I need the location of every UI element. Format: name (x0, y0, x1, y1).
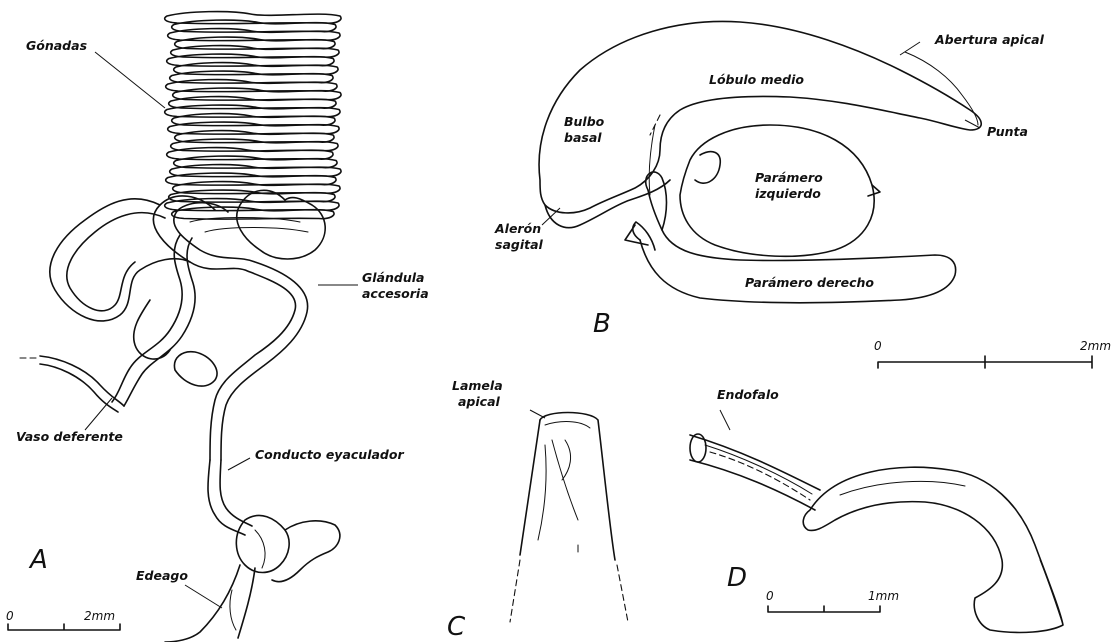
vas-deferens-shape (20, 356, 124, 412)
accessory-gland-shape (50, 190, 325, 460)
label-gonadas: Gónadas (26, 38, 87, 53)
label-aleron-2: sagital (495, 237, 544, 252)
label-paramero-izq-2: izquierdo (755, 186, 821, 201)
panel-label-c: C (447, 612, 466, 642)
gonad-lamella (173, 88, 341, 100)
scale-bar-a (8, 624, 120, 630)
label-vaso-deferente: Vaso deferente (16, 429, 123, 444)
panel-label-d: D (727, 563, 747, 593)
scale-b-start: 0 (874, 339, 882, 353)
scale-bar-b (878, 356, 1092, 368)
aedeagus-shape (165, 515, 340, 642)
label-paramero-derecho: Parámero derecho (745, 275, 874, 290)
leader-vaso (85, 398, 112, 430)
panel-label-b: B (593, 309, 611, 339)
gonad-lamella (174, 156, 337, 168)
label-endofalo: Endofalo (717, 387, 779, 402)
gonad-lamella (172, 20, 336, 32)
scale-b-end: 2mm (1080, 339, 1111, 353)
gonad-lamella (171, 139, 338, 151)
panel-b-drawing (539, 21, 981, 302)
gonad-lamella (205, 228, 308, 233)
label-glandula-1: Glándula (362, 270, 424, 285)
label-edeago: Edeago (136, 568, 188, 583)
scale-bar-d (768, 606, 880, 612)
label-paramero-izq-1: Parámero (755, 170, 823, 185)
scale-d-end: 1mm (868, 589, 899, 603)
label-abertura-apical: Abertura apical (934, 32, 1045, 47)
panel-a-drawing (20, 12, 358, 642)
gonad-lamella (175, 37, 335, 49)
scale-a-end: 2mm (84, 609, 115, 623)
label-bulbo-2: basal (564, 130, 602, 145)
scale-a-start: 0 (6, 609, 14, 623)
gonad-lamella (169, 190, 335, 202)
label-lobulo-medio: Lóbulo medio (709, 72, 804, 87)
panel-c-drawing (510, 410, 628, 622)
label-aleron-1: Alerón (494, 221, 541, 236)
label-conducto-eyaculador: Conducto eyaculador (255, 447, 404, 462)
ejaculatory-duct-shape (208, 460, 252, 535)
leader-edeago (185, 585, 222, 608)
label-glandula-2: accesoria (362, 286, 429, 301)
gonad-lamella (170, 71, 333, 83)
scale-d-start: 0 (766, 589, 774, 603)
label-lamela-2: apical (458, 394, 501, 409)
leader-conducto (228, 458, 250, 470)
label-punta: Punta (987, 124, 1028, 139)
leader-gonadas (95, 52, 165, 108)
label-lamela-1: Lamela (452, 378, 503, 393)
panel-label-a: A (28, 545, 48, 575)
gonads-shape (165, 12, 341, 232)
label-bulbo-1: Bulbo (564, 114, 605, 129)
